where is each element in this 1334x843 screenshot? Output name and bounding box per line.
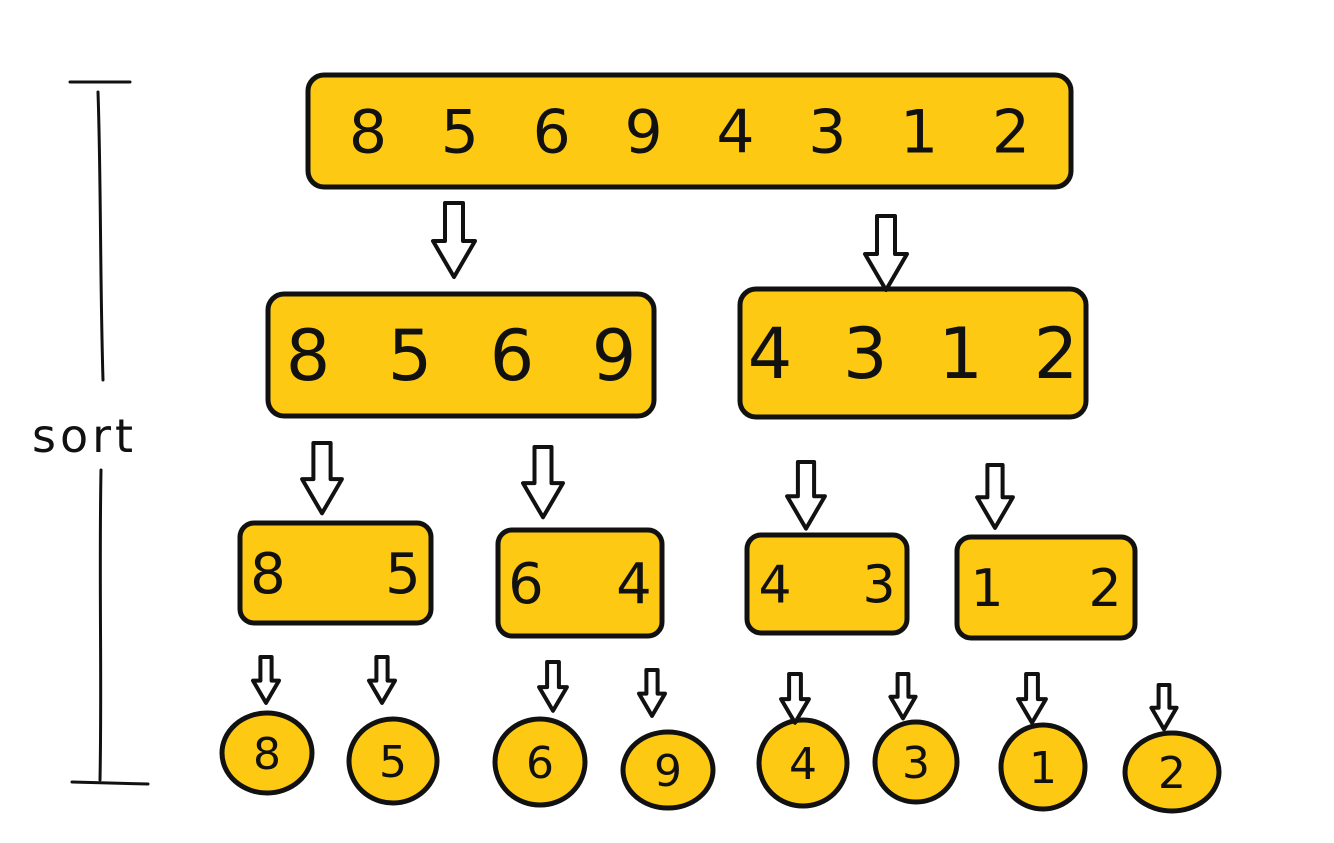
digit-label: 2 xyxy=(992,98,1030,168)
hollow-down-arrow-icon xyxy=(300,441,344,516)
digit-label: 3 xyxy=(843,313,888,395)
leaf-node: 9 xyxy=(620,729,716,811)
digit-label: 1 xyxy=(900,98,938,168)
digit-label: 9 xyxy=(592,315,637,397)
array-box xyxy=(305,72,1074,190)
digit-label: 2 xyxy=(1088,559,1121,619)
array-box xyxy=(954,534,1138,641)
digit-label: 4 xyxy=(789,739,817,790)
digit-label: 5 xyxy=(388,315,433,397)
digit-label: 5 xyxy=(379,737,407,788)
leaf-circle xyxy=(872,719,960,805)
hollow-down-arrow-icon xyxy=(888,672,918,721)
digit-label: 9 xyxy=(654,746,682,797)
digit-label: 1 xyxy=(970,559,1003,619)
hollow-down-arrow-icon xyxy=(1016,672,1048,725)
digit-label: 8 xyxy=(286,315,331,397)
hollow-down-arrow-icon xyxy=(1149,683,1179,732)
arrows-layer xyxy=(251,201,1179,732)
leaf-node: 4 xyxy=(756,717,850,809)
digit-label: 3 xyxy=(902,738,930,789)
digit-label: 8 xyxy=(349,98,387,168)
digit-label: 4 xyxy=(616,552,652,617)
leaf-node: 6 xyxy=(492,716,588,808)
leaf-circle xyxy=(998,722,1088,812)
digit-label: 3 xyxy=(862,556,895,616)
leaf-circle xyxy=(756,717,850,809)
hollow-down-arrow-icon xyxy=(367,655,397,705)
digit-label: 1 xyxy=(938,313,983,395)
digit-label: 5 xyxy=(441,98,479,168)
hollow-down-arrow-icon xyxy=(785,460,827,531)
digit-label: 6 xyxy=(526,738,554,789)
digit-label: 4 xyxy=(748,313,793,395)
digit-label: 2 xyxy=(1034,313,1079,395)
hollow-down-arrow-icon xyxy=(779,672,811,725)
digit-label: 8 xyxy=(253,729,281,780)
array-box xyxy=(495,527,665,639)
hollow-down-arrow-icon xyxy=(521,445,565,520)
sort-label: sort xyxy=(32,409,137,463)
hollow-down-arrow-icon xyxy=(251,655,281,705)
digit-label: 4 xyxy=(716,98,754,168)
leaf-circle xyxy=(219,710,315,796)
leaf-circle xyxy=(346,716,440,806)
leaf-node: 2 xyxy=(1122,730,1222,814)
digit-label: 9 xyxy=(624,98,662,168)
hollow-down-arrow-icon xyxy=(975,463,1015,530)
hollow-down-arrow-icon xyxy=(537,660,569,713)
digit-label: 6 xyxy=(533,98,571,168)
leaf-circle xyxy=(620,729,716,811)
leaf-circle xyxy=(1122,730,1222,814)
digit-label: 3 xyxy=(808,98,846,168)
leaf-node: 5 xyxy=(346,716,440,806)
leaf-node: 1 xyxy=(998,722,1088,812)
digit-label: 2 xyxy=(1158,748,1186,799)
array-box xyxy=(744,532,910,636)
sort-scale-bar xyxy=(68,80,150,786)
hollow-down-arrow-icon xyxy=(637,668,667,718)
leaf-circle xyxy=(492,716,588,808)
hollow-down-arrow-icon xyxy=(863,214,909,292)
digit-label: 6 xyxy=(490,315,535,397)
digit-label: 5 xyxy=(385,542,421,607)
array-box xyxy=(265,291,657,419)
leaf-node: 3 xyxy=(872,719,960,805)
hollow-down-arrow-icon xyxy=(431,201,477,279)
leaf-node: 8 xyxy=(219,710,315,796)
array-box xyxy=(237,520,434,626)
digit-label: 4 xyxy=(758,556,791,616)
array-box xyxy=(737,286,1089,420)
digit-label: 1 xyxy=(1029,743,1057,794)
digit-label: 8 xyxy=(250,542,286,607)
digit-label: 6 xyxy=(508,552,544,617)
